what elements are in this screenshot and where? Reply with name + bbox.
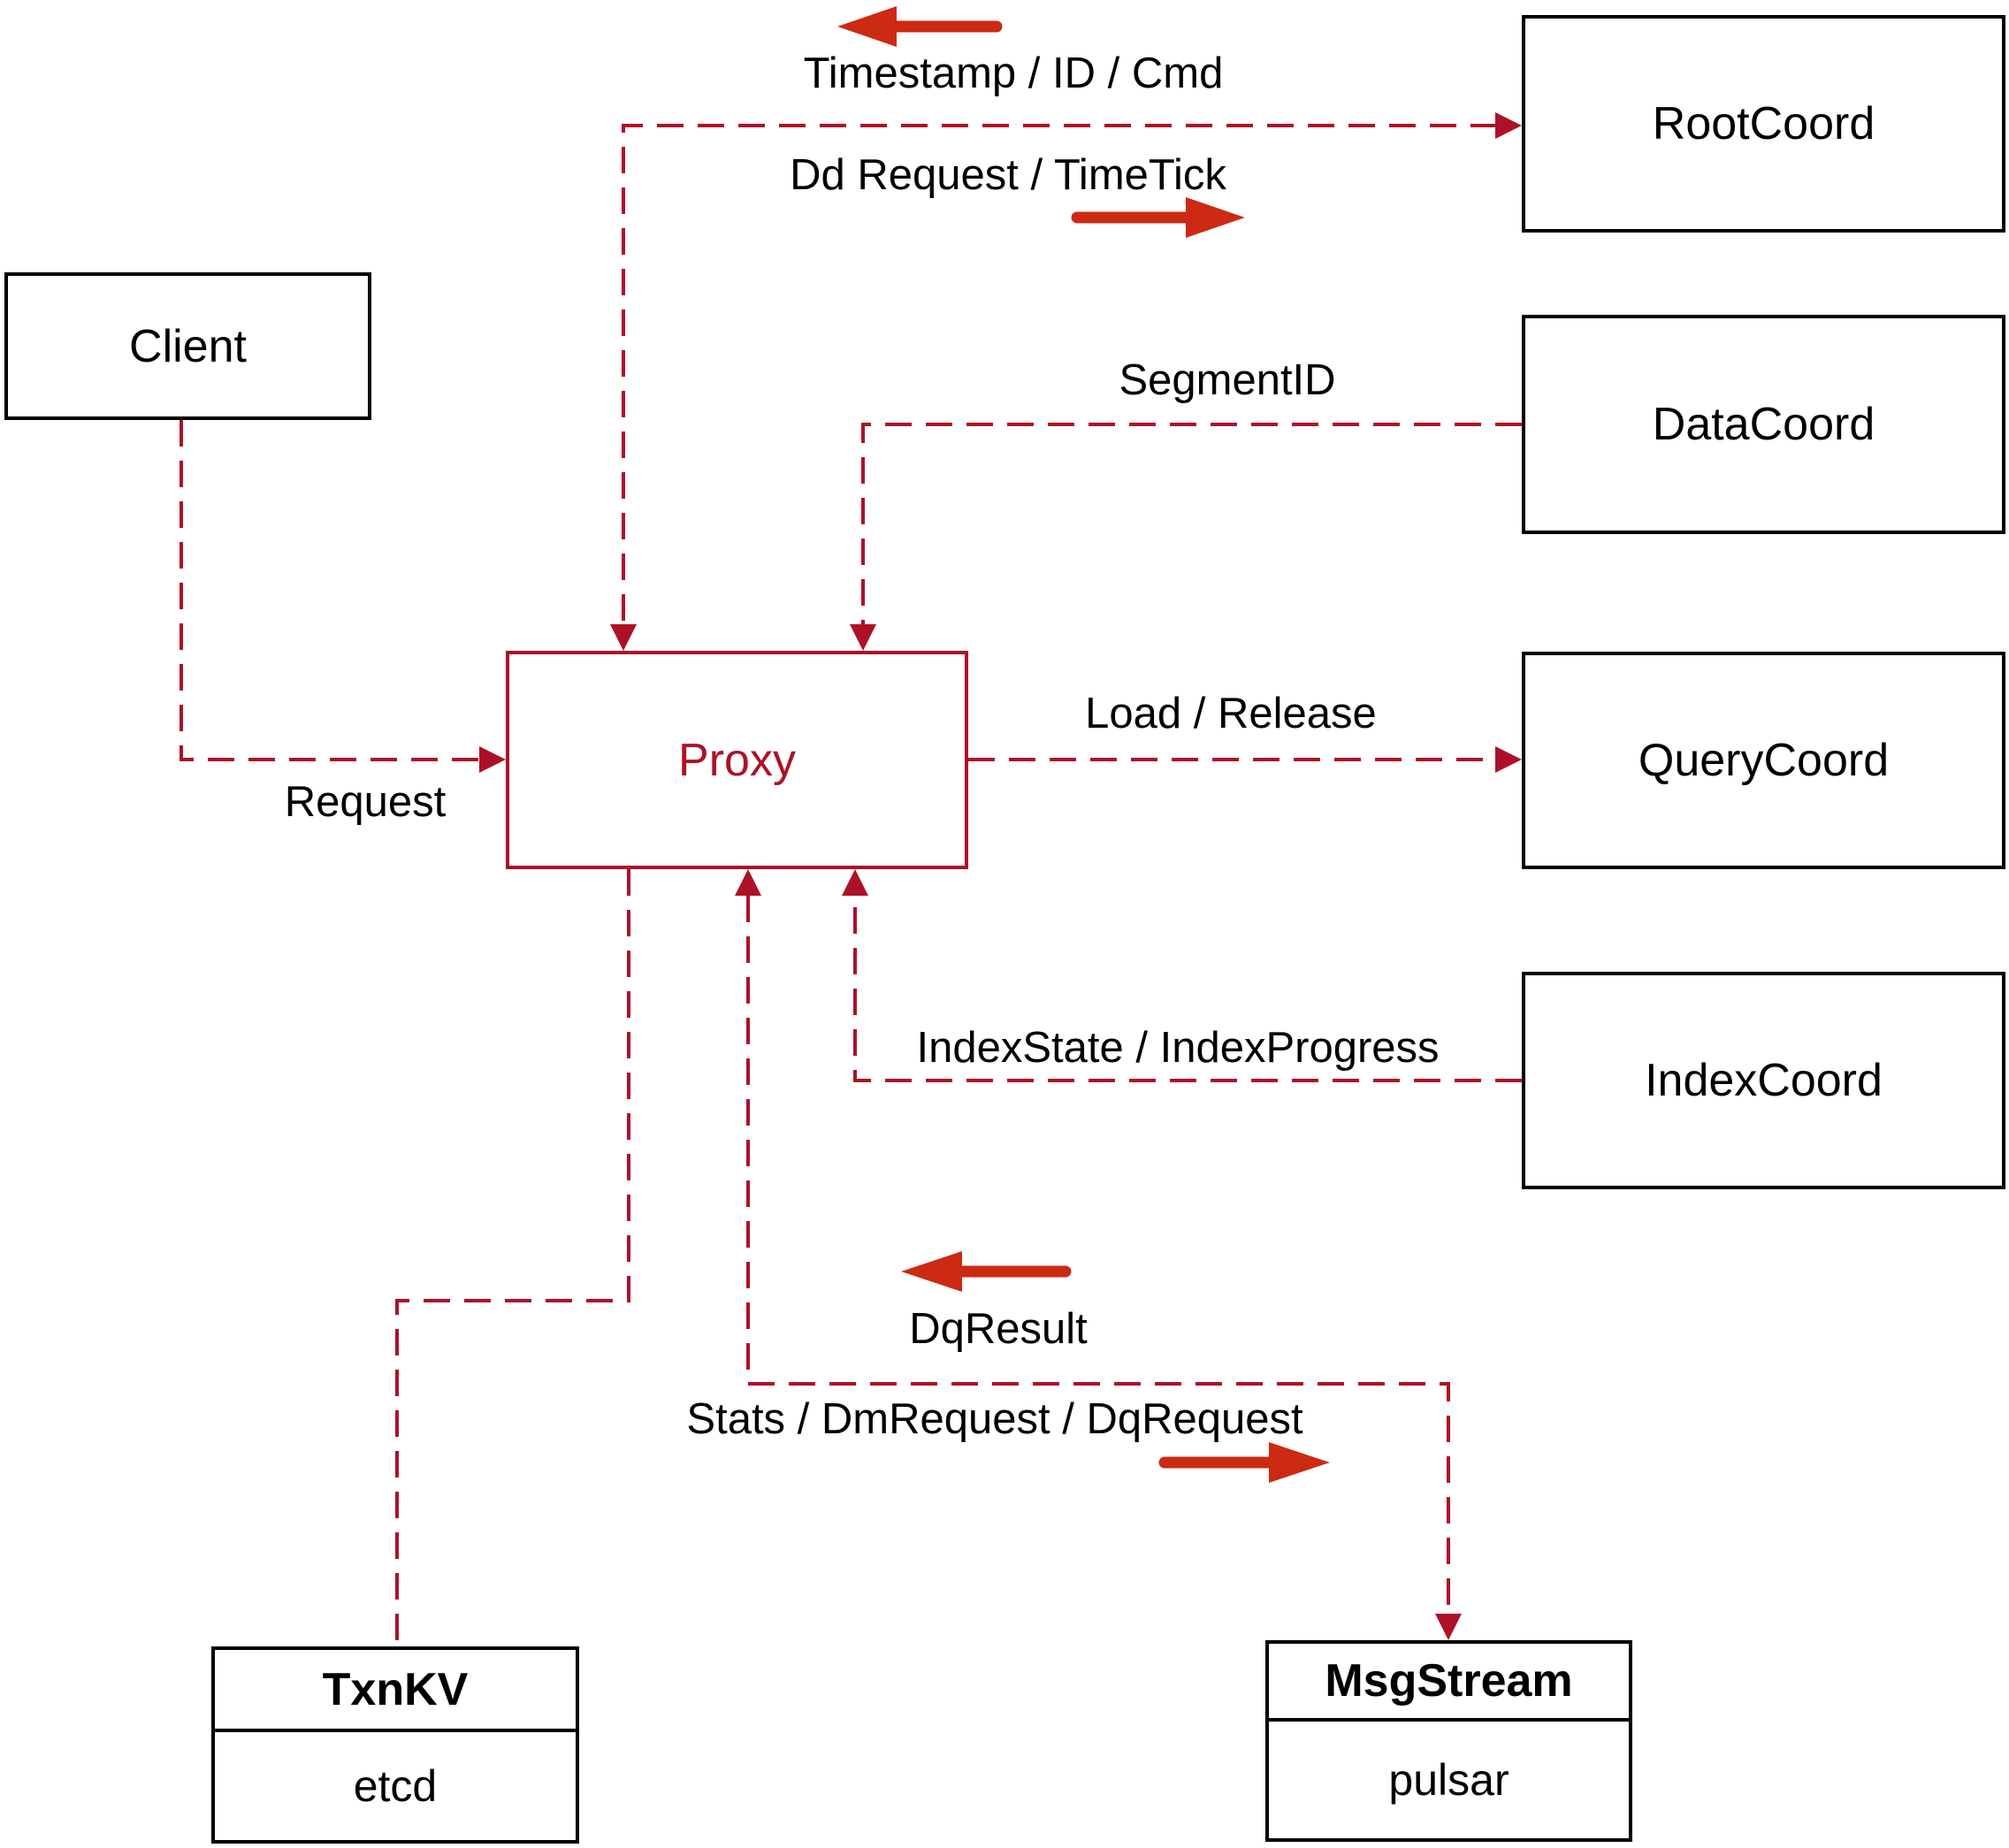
edge-client-proxy [180,420,506,773]
node-datacoord-label: DataCoord [1652,399,1875,450]
edge-label-request: Request [284,778,447,826]
edge-label-timestamp: Timestamp / ID / Cmd [803,50,1224,97]
edge-proxy-txnkv [395,869,630,1646]
node-msgstream-impl: pulsar [1388,1755,1509,1805]
edge-label-dq-result: DqResult [909,1305,1088,1353]
node-msgstream: MsgStream pulsar [1265,1640,1632,1842]
arrow-right-dd-request [1071,197,1245,238]
edge-label-index-state: IndexState / IndexProgress [916,1024,1440,1072]
edge-label-stats: Stats / DmRequest / DqRequest [686,1395,1303,1443]
edge-proxy-querycoord [968,746,1522,773]
node-querycoord-label: QueryCoord [1638,735,1890,786]
node-client: Client [4,272,371,420]
node-indexcoord: IndexCoord [1522,972,2005,1189]
arrow-left-dq-result [901,1251,1072,1292]
node-proxy: Proxy [506,651,968,869]
node-proxy-label: Proxy [678,734,796,786]
arrow-right-stats [1158,1442,1330,1483]
node-txnkv: TxnKV etcd [211,1646,579,1844]
edge-indexcoord-proxy [842,869,1522,1082]
node-querycoord: QueryCoord [1522,652,2005,869]
node-txnkv-impl: etcd [353,1761,438,1811]
node-client-label: Client [129,320,247,372]
arrow-left-timestamp [837,6,1003,47]
edge-label-load-release: Load / Release [1085,690,1377,737]
edge-proxy-msgstream [735,869,1462,1640]
edge-label-dd-request: Dd Request / TimeTick [790,151,1226,199]
node-txnkv-title: TxnKV [215,1650,576,1732]
edge-label-segment-id: SegmentID [1119,356,1336,404]
node-rootcoord: RootCoord [1522,15,2005,233]
node-datacoord: DataCoord [1522,315,2005,534]
edge-proxy-rootcoord [610,112,1522,651]
node-indexcoord-label: IndexCoord [1645,1055,1883,1106]
node-rootcoord-label: RootCoord [1652,98,1875,149]
edge-datacoord-proxy [850,423,1522,651]
node-msgstream-title: MsgStream [1269,1644,1629,1722]
